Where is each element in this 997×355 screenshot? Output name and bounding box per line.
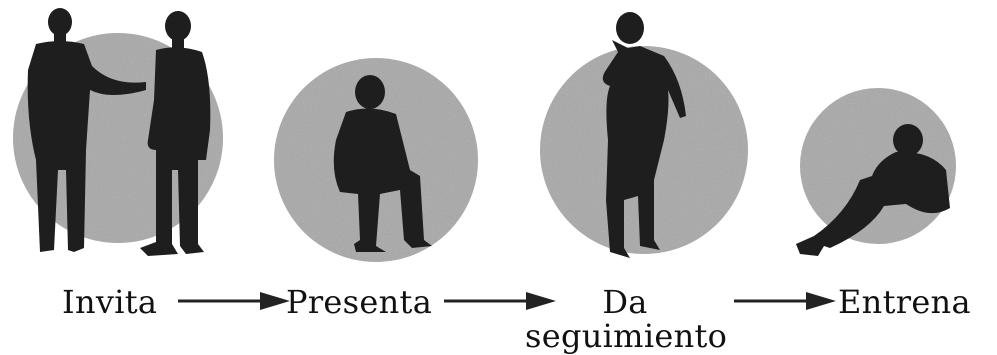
step-presenta — [274, 58, 478, 262]
step-label-line1: Da — [602, 283, 648, 321]
step-label-line2: seguimiento — [525, 317, 728, 355]
seated-person-icon — [333, 75, 432, 252]
arrow-right-icon — [178, 292, 290, 310]
step-invita — [13, 8, 223, 256]
arrow-right-icon — [444, 292, 556, 310]
step-da-seguimiento — [540, 12, 748, 258]
two-people-talking-icon — [27, 8, 211, 256]
step-entrena — [796, 88, 956, 256]
arrow-right-icon — [734, 292, 836, 310]
reclining-person-icon — [796, 124, 950, 256]
step-label-da-seguimiento: Da seguimiento — [525, 283, 728, 355]
step-label-entrena: Entrena — [838, 283, 971, 321]
step-label-presenta: Presenta — [286, 283, 433, 321]
step-label-invita: Invita — [62, 283, 158, 321]
person-on-phone-icon — [602, 12, 686, 258]
